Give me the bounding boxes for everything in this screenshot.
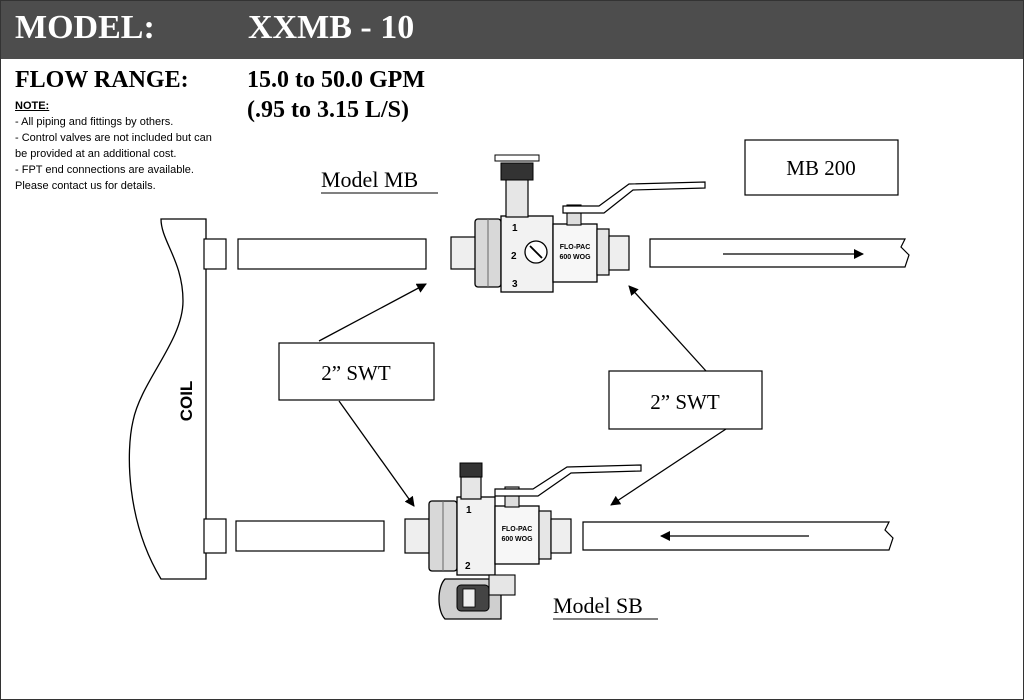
- arrow-swt-left-to-mb: [318, 283, 427, 342]
- mb200-label: MB 200: [786, 156, 855, 180]
- model-sb-valve: 1 2 FLO-PAC 600 WOG: [404, 462, 642, 620]
- swt-right-label: 2” SWT: [650, 390, 720, 414]
- port-1-label: 1: [512, 223, 518, 234]
- model-mb-label: Model MB: [321, 167, 418, 192]
- flow-range-label: FLOW RANGE:: [15, 67, 189, 93]
- swt-right-box: 2” SWT: [608, 370, 763, 430]
- sb-valve-mark: FLO-PAC: [502, 526, 533, 533]
- sb-port-2-label: 2: [465, 561, 471, 572]
- pipe-lower-left: [235, 520, 385, 552]
- arrow-swt-right-to-mb: [628, 285, 707, 372]
- swt-left-label: 2” SWT: [321, 361, 391, 385]
- sb-port-1-label: 1: [466, 505, 472, 516]
- pipe-upper-right: [649, 238, 910, 268]
- port-3-label: 3: [512, 279, 518, 290]
- coil: COIL: [128, 218, 227, 580]
- sb-valve-rating: 600 WOG: [501, 536, 533, 543]
- note-line: - All piping and fittings by others.: [15, 116, 174, 128]
- model-label: MODEL:: [15, 9, 155, 46]
- model-sb-label: Model SB: [553, 593, 643, 618]
- valve-mark: FLO-PAC: [560, 244, 591, 251]
- mb200-box: MB 200: [744, 139, 899, 196]
- flow-range-gpm: 15.0 to 50.0 GPM: [247, 67, 425, 93]
- note-line: - FPT end connections are available.: [15, 164, 194, 176]
- arrow-swt-left-to-sb: [338, 400, 415, 507]
- note-line: Please contact us for details.: [15, 180, 156, 192]
- pipe-upper-left: [237, 238, 427, 270]
- header-bar: MODEL: XXMB - 10: [1, 1, 1023, 59]
- port-2-label: 2: [511, 251, 517, 262]
- pipe-lower-right: [582, 521, 894, 551]
- note-line: - Control valves are not included but ca…: [15, 132, 212, 144]
- swt-left-box: 2” SWT: [278, 342, 435, 401]
- notes-block: NOTE: - All piping and fittings by other…: [15, 98, 212, 194]
- flow-range-lps: (.95 to 3.15 L/S): [247, 97, 409, 123]
- arrow-swt-right-to-sb: [610, 428, 727, 506]
- coil-label: COIL: [177, 381, 196, 422]
- valve-rating: 600 WOG: [559, 254, 591, 261]
- notes-heading: NOTE:: [15, 100, 50, 112]
- model-value: XXMB - 10: [248, 9, 415, 46]
- note-line: be provided at an additional cost.: [15, 148, 177, 160]
- model-mb-valve: 1 2 3 FLO-PAC 600 WOG: [450, 154, 706, 293]
